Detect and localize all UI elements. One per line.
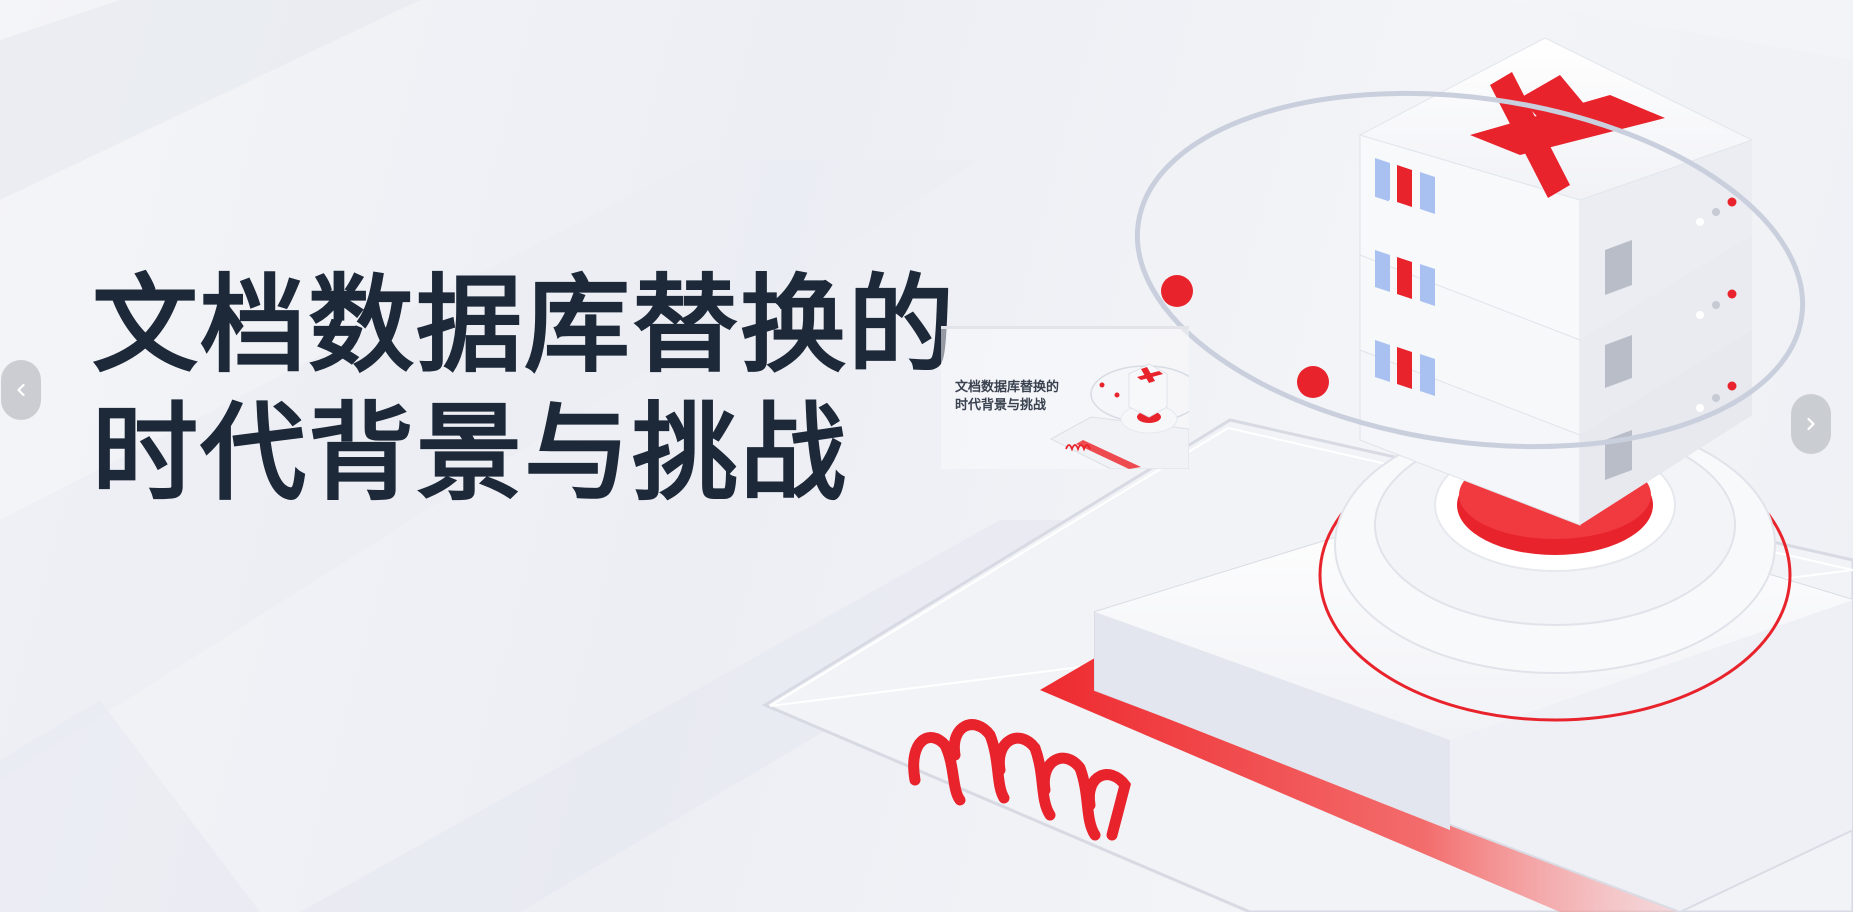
chevron-right-icon <box>1807 417 1815 431</box>
slide-title-line1: 文档数据库替换的 <box>92 264 956 387</box>
thumbnail-illustration <box>1049 363 1189 469</box>
slide-title-line2: 时代背景与挑战 <box>92 392 848 515</box>
thumbnail-title-line1: 文档数据库替换的 <box>955 380 1060 395</box>
slide-thumbnail: 文档数据库替换的 时代背景与挑战 <box>941 326 1189 469</box>
thumbnail-title: 文档数据库替换的 时代背景与挑战 <box>955 379 1059 415</box>
next-slide-button[interactable] <box>1791 394 1831 454</box>
thumbnail-title-line2: 时代背景与挑战 <box>955 398 1047 413</box>
chevron-left-icon <box>17 383 25 397</box>
slide-title: 文档数据库替换的 时代背景与挑战 <box>92 262 956 518</box>
prev-slide-button[interactable] <box>1 360 41 420</box>
